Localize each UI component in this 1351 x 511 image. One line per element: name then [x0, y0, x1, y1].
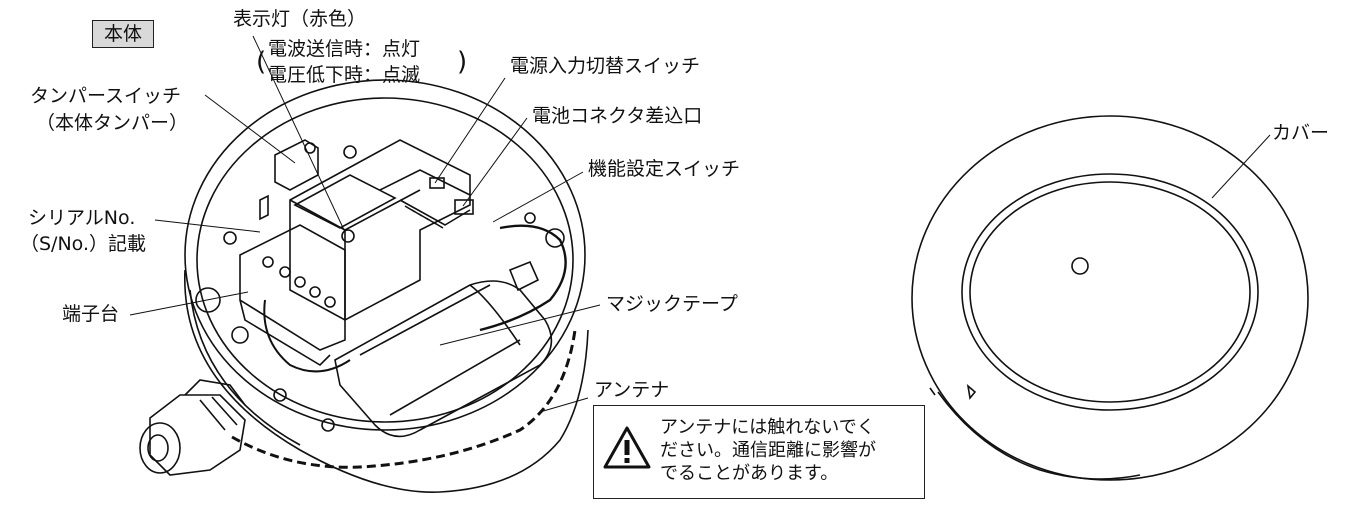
power-switch-label: 電源入力切替スイッチ — [510, 55, 701, 77]
warning-line-2: ださい。通信距離に影響が — [660, 440, 876, 461]
indicator-sub2: 電圧低下時：点滅 — [268, 64, 421, 86]
indicator-label: 表示灯（赤色） — [233, 8, 367, 30]
cover-label: カバー — [1272, 122, 1330, 144]
leader-power-switch — [434, 77, 506, 184]
leader-battery-connector — [462, 117, 528, 207]
leader-serial — [154, 219, 261, 233]
leader-magic-tape — [439, 304, 601, 346]
serial-sub-label: （S/No.）記載 — [20, 233, 147, 255]
indicator-sub-bracket-left: ( — [256, 47, 267, 77]
cable-gland — [139, 379, 246, 476]
terminal-block-label: 端子台 — [62, 303, 120, 325]
tamper-switch-label: タンパースイッチ — [30, 85, 182, 107]
leader-antenna — [539, 397, 589, 413]
pcb-module — [289, 139, 474, 321]
serial-no-label: シリアルNo. — [28, 207, 136, 229]
function-switch-label: 機能設定スイッチ — [588, 158, 741, 180]
leader-cover — [1211, 134, 1271, 199]
body-rim — [184, 79, 586, 431]
battery-drawing — [334, 280, 553, 438]
antenna-drawing — [231, 329, 577, 469]
indicator-led — [341, 229, 355, 243]
antenna-label: アンテナ — [594, 379, 670, 401]
warning-box: アンテナには触れないでく ださい。通信距離に影響が でることがあります。 — [593, 405, 925, 499]
leader-function-switch — [492, 171, 584, 223]
tamper-sub-label: （本体タンパー） — [36, 112, 189, 134]
indicator-sub-bracket-right: ) — [457, 47, 468, 77]
main-body-badge: 本体 — [92, 20, 154, 48]
cover-drawing — [911, 115, 1309, 481]
leader-terminal — [129, 291, 249, 316]
warning-icon — [603, 426, 651, 469]
magic-tape-label: マジックテープ — [606, 293, 738, 315]
leader-tamper — [204, 94, 296, 164]
leader-indicator — [252, 35, 346, 233]
tamper-switch-drawing — [259, 139, 319, 221]
battery-connector-label: 電池コネクタ差込口 — [532, 105, 703, 127]
warning-line-1: アンテナには触れないでく — [660, 417, 875, 438]
warning-line-3: でることがあります。 — [660, 463, 839, 484]
terminal-block-drawing — [239, 224, 346, 367]
indicator-sub1: 電波送信時：点灯 — [268, 38, 421, 60]
